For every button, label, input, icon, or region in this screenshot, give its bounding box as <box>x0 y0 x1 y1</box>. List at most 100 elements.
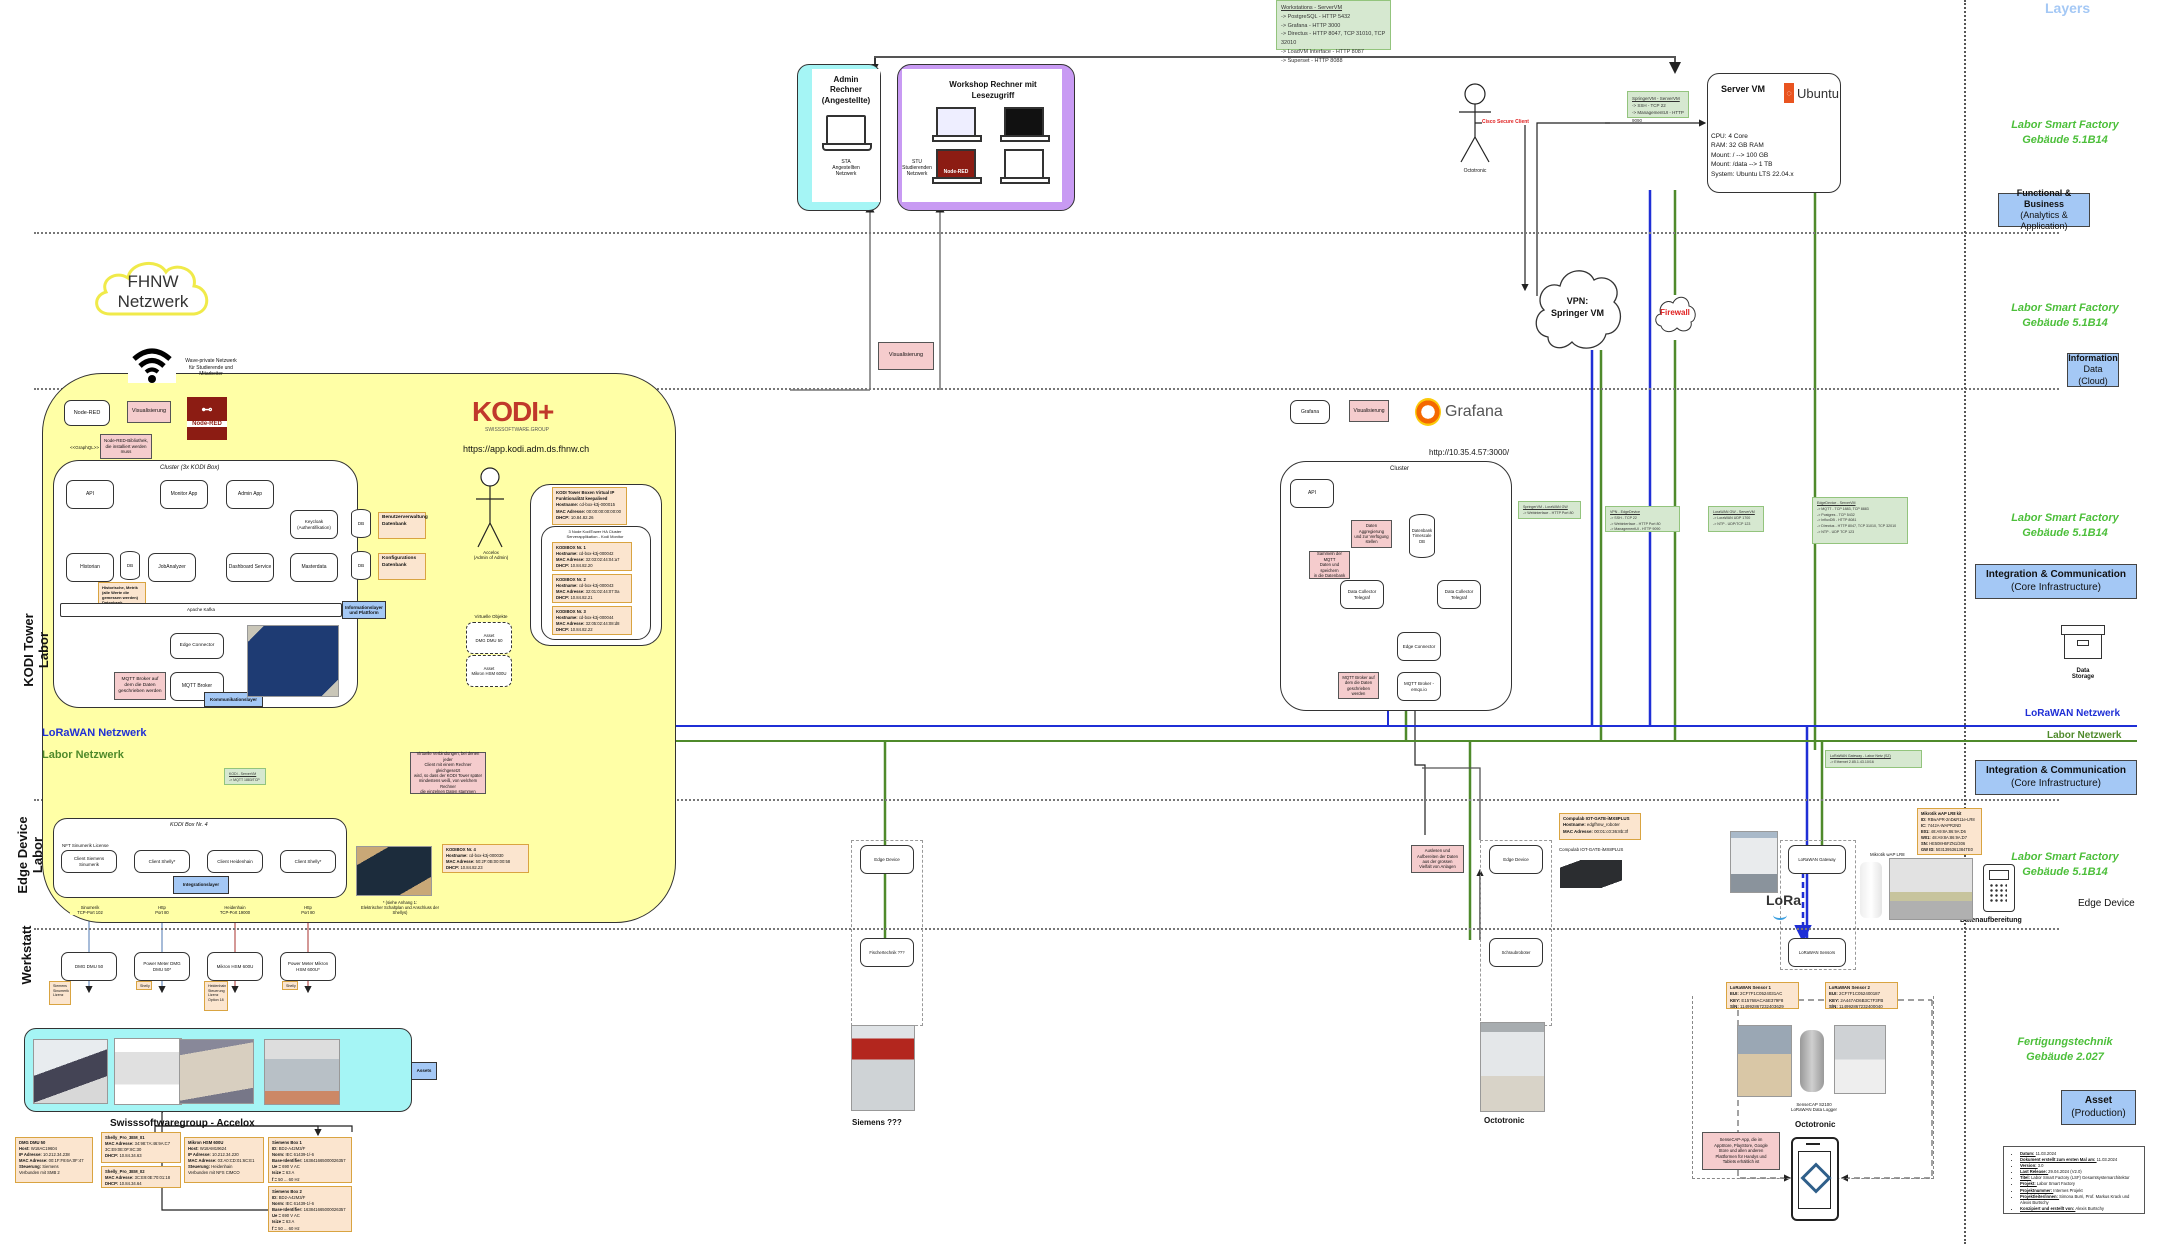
nodered-box[interactable]: Node-RED <box>64 400 110 426</box>
kodi-keycloak[interactable]: Keycloak (Authentifikation) <box>290 510 338 539</box>
kodi-admin-app[interactable]: Admin App <box>226 480 274 509</box>
list-line: -> MQTT 1883/TCP <box>229 777 260 782</box>
note-edgedevice-servervm: EdgeDevice - ServerVM -> MQTT - TCP 1883… <box>1812 497 1908 544</box>
kodi-historian[interactable]: Historian <box>66 553 114 582</box>
kodi-box-4-title: KODI Box Nr. 4 <box>170 822 208 828</box>
grafana-data-collector[interactable]: Data Collector Telegraf <box>1340 580 1384 609</box>
konfig-db-note: Konfigurations Datenbank <box>378 553 426 580</box>
cloud-icon <box>95 262 209 316</box>
list-line: Mount: / --> 100 GB <box>1711 151 1769 159</box>
ubuntu-icon: ◌ <box>1784 83 1794 103</box>
grafana-data-collector[interactable]: Data Collector Telegraf <box>1437 580 1481 609</box>
kodi-dashboard-service[interactable]: Dashboard Service <box>226 553 274 582</box>
lorawan-group <box>1780 840 1856 970</box>
virtual-object[interactable]: Asset DMG DMU 50 <box>466 622 512 654</box>
kodi-api[interactable]: API <box>66 480 114 509</box>
kodi-job-analyzer[interactable]: JobAnalyzer <box>148 553 196 582</box>
list-line: -> LoadVM Interface - HTTP 8087 <box>1281 48 1364 55</box>
list-line: -> SSH - TCP 22 <box>1632 103 1666 109</box>
note-lorawan-gw-labor: LoRaWAN Gateway - Labor Netz (SZ) -> Eth… <box>1825 750 1922 768</box>
kodi-apache-kafka[interactable]: Apache Kafka <box>60 603 342 617</box>
grafana-cluster-title: Cluster <box>1390 466 1410 472</box>
grafana-icon <box>1415 398 1441 426</box>
note-kodi-servervm: KODI - ServerVM -> MQTT 1883/TCP <box>224 768 266 785</box>
sensecap-caption: SenseCAP S2100 LoRaWAN Data Logger <box>1791 1102 1837 1112</box>
info-line: Steuerung: Siemens <box>19 1164 59 1170</box>
graphql-label: <<GraphQL>> <box>70 445 100 450</box>
info-line: EUI: 2CF7F1C0524031AC <box>1730 991 1783 997</box>
virtual-object[interactable]: Asset Mikron HSM 600U <box>466 655 512 687</box>
machine-box[interactable]: Power Meter Mikron HSM 600U* <box>280 952 336 981</box>
kodi-masterdata[interactable]: Masterdata <box>290 553 338 582</box>
kodi-client[interactable]: Client Heidenhain <box>207 850 263 873</box>
machine-box[interactable]: Power Meter DMG DMU 50* <box>134 952 190 981</box>
kodi-edge-connector[interactable]: Edge Connector <box>170 633 224 659</box>
list-line: -> Webinterface - HTTP Port 80 <box>1523 510 1574 515</box>
machine-box[interactable]: Mikron HSM 600U <box>207 952 263 981</box>
octotronic-schraubroboter[interactable]: Schraubroboter <box>1489 938 1543 967</box>
protocol-label: Heidenhain TCP-Port 19000 <box>214 905 256 915</box>
octotronic-edge-device[interactable]: Edge Device <box>1489 845 1543 874</box>
note-springer-lorawan: SpringerVM - LoraWAN GW -> Webinterface … <box>1518 501 1581 519</box>
virtual-connections-note: Virtuelle Verbindungen, bei denen jeder … <box>410 751 486 794</box>
grafana-mqtt-broker[interactable]: MQTT Broker - emqx.io <box>1397 672 1441 701</box>
data-storage-label: Data Storage <box>2071 668 2095 680</box>
info-line: ID: BD2-A42M3/F <box>272 1195 306 1201</box>
kodibox-info: KODIBOX Nr. 1 Hostname: cd-box-k3j-00004… <box>552 542 632 571</box>
mikrotik-device-photo <box>1860 862 1882 918</box>
kodi-logo: KODI+ SWISSSOFTWARE.GROUP <box>472 396 554 434</box>
kodi-client[interactable]: Client Shelly* <box>134 850 190 873</box>
grafana-url[interactable]: http://10.35.4.57:3000/ <box>1429 448 1510 457</box>
lora-wave-icon <box>1773 910 1787 920</box>
info-line: Version: 3.0 <box>2020 1163 2140 1169</box>
layer-divider <box>34 388 2059 390</box>
kodi-monitor-app[interactable]: Monitor App <box>160 480 208 509</box>
info-line: IC: 7442A-WAPR2ND <box>1921 822 1962 828</box>
layer-location: Labor Smart Factory Gebäude 5.1B14 <box>2011 119 2119 146</box>
grafana-collect-note: Sammeln der MQTT Daten und speichern in … <box>1309 551 1350 579</box>
sensecap-app-note: SenseCAP-App, die im AppStore, PlayStore… <box>1702 1132 1780 1170</box>
laptop-icon <box>1000 149 1050 184</box>
info-line: Last Release: 29.04.2024 (V2.0) <box>2020 1169 2140 1175</box>
info-line: Projektleiter/innen: Simona Burri, Prof.… <box>2020 1194 2140 1206</box>
grafana-edge-connector[interactable]: Edge Connector <box>1397 632 1441 661</box>
layer-divider <box>34 928 2059 930</box>
info-line: IP Adresse: 10.212.34.220 <box>188 1152 239 1158</box>
info-line: Titel: Labor Smart Factory (LSF) Gesamts… <box>2020 1175 2140 1181</box>
grafana-box[interactable]: Grafana <box>1290 400 1330 424</box>
siemens-fischertechnik[interactable]: Fischertechnik ??? <box>860 938 914 967</box>
lorawan-gateway[interactable]: LoRaWAN Gateway <box>1788 845 1846 874</box>
info-line: DHCP: 10.84.34.63 <box>105 1153 142 1159</box>
laptop-nodered-icon: Node-RED <box>932 149 982 184</box>
layers-column-divider <box>1964 0 1966 1244</box>
side-label-edge-device: Edge Device Labor <box>15 816 45 894</box>
info-line: Dokument erstellt zum ersten Mal am: 11.… <box>2020 1157 2140 1163</box>
labor-network-line <box>42 740 2137 742</box>
info-line: S/N: 114992867232403629 <box>1730 1004 1784 1010</box>
info-line: Isize = 63 A <box>272 1170 295 1176</box>
grafana-api[interactable]: API <box>1290 479 1334 508</box>
list-line: -> MQTT - TCP 1883, TCP 8883 <box>1817 506 1869 511</box>
lorawan-sensors[interactable]: LoRaWAN Sensors <box>1788 938 1846 967</box>
kodi-url[interactable]: https://app.kodi.adm.ds.fhnw.ch <box>463 444 590 454</box>
layer-divider <box>34 799 2059 801</box>
kodi-client[interactable]: Client Siemens Sinumerik <box>61 850 117 873</box>
vpn-cloud: VPN: Springer VM <box>1530 262 1625 352</box>
grafana-mqtt-note: MQTT Broker auf dem die Daten geschriebe… <box>1338 672 1379 699</box>
layer-location: Labor Smart Factory Gebäude 5.1B14 <box>2011 302 2119 329</box>
info-line: MAC Adresse: 00:01:c0:36:8b:3f <box>1563 828 1629 834</box>
virtual-objects-title: Virtuelle Objekte <box>474 614 508 619</box>
siemens-edge-device[interactable]: Edge Device <box>860 845 914 874</box>
actor-accelox-icon <box>474 465 506 555</box>
admin-rechner-panel: Admin Rechner (Angestellte) STA Angestel… <box>797 64 881 211</box>
kodi-client[interactable]: Client Shelly* <box>280 850 336 873</box>
info-line: f = 50 ... 60 Hz <box>272 1176 300 1182</box>
compulab-photo <box>1560 860 1622 888</box>
machine-box[interactable]: DMG DMU 50 <box>61 952 117 981</box>
info-line: Isize = 63 A <box>272 1219 295 1225</box>
actor-octotronic-icon <box>1455 82 1495 172</box>
info-line: Base-Identifier: 163841665000026357 <box>272 1158 346 1164</box>
